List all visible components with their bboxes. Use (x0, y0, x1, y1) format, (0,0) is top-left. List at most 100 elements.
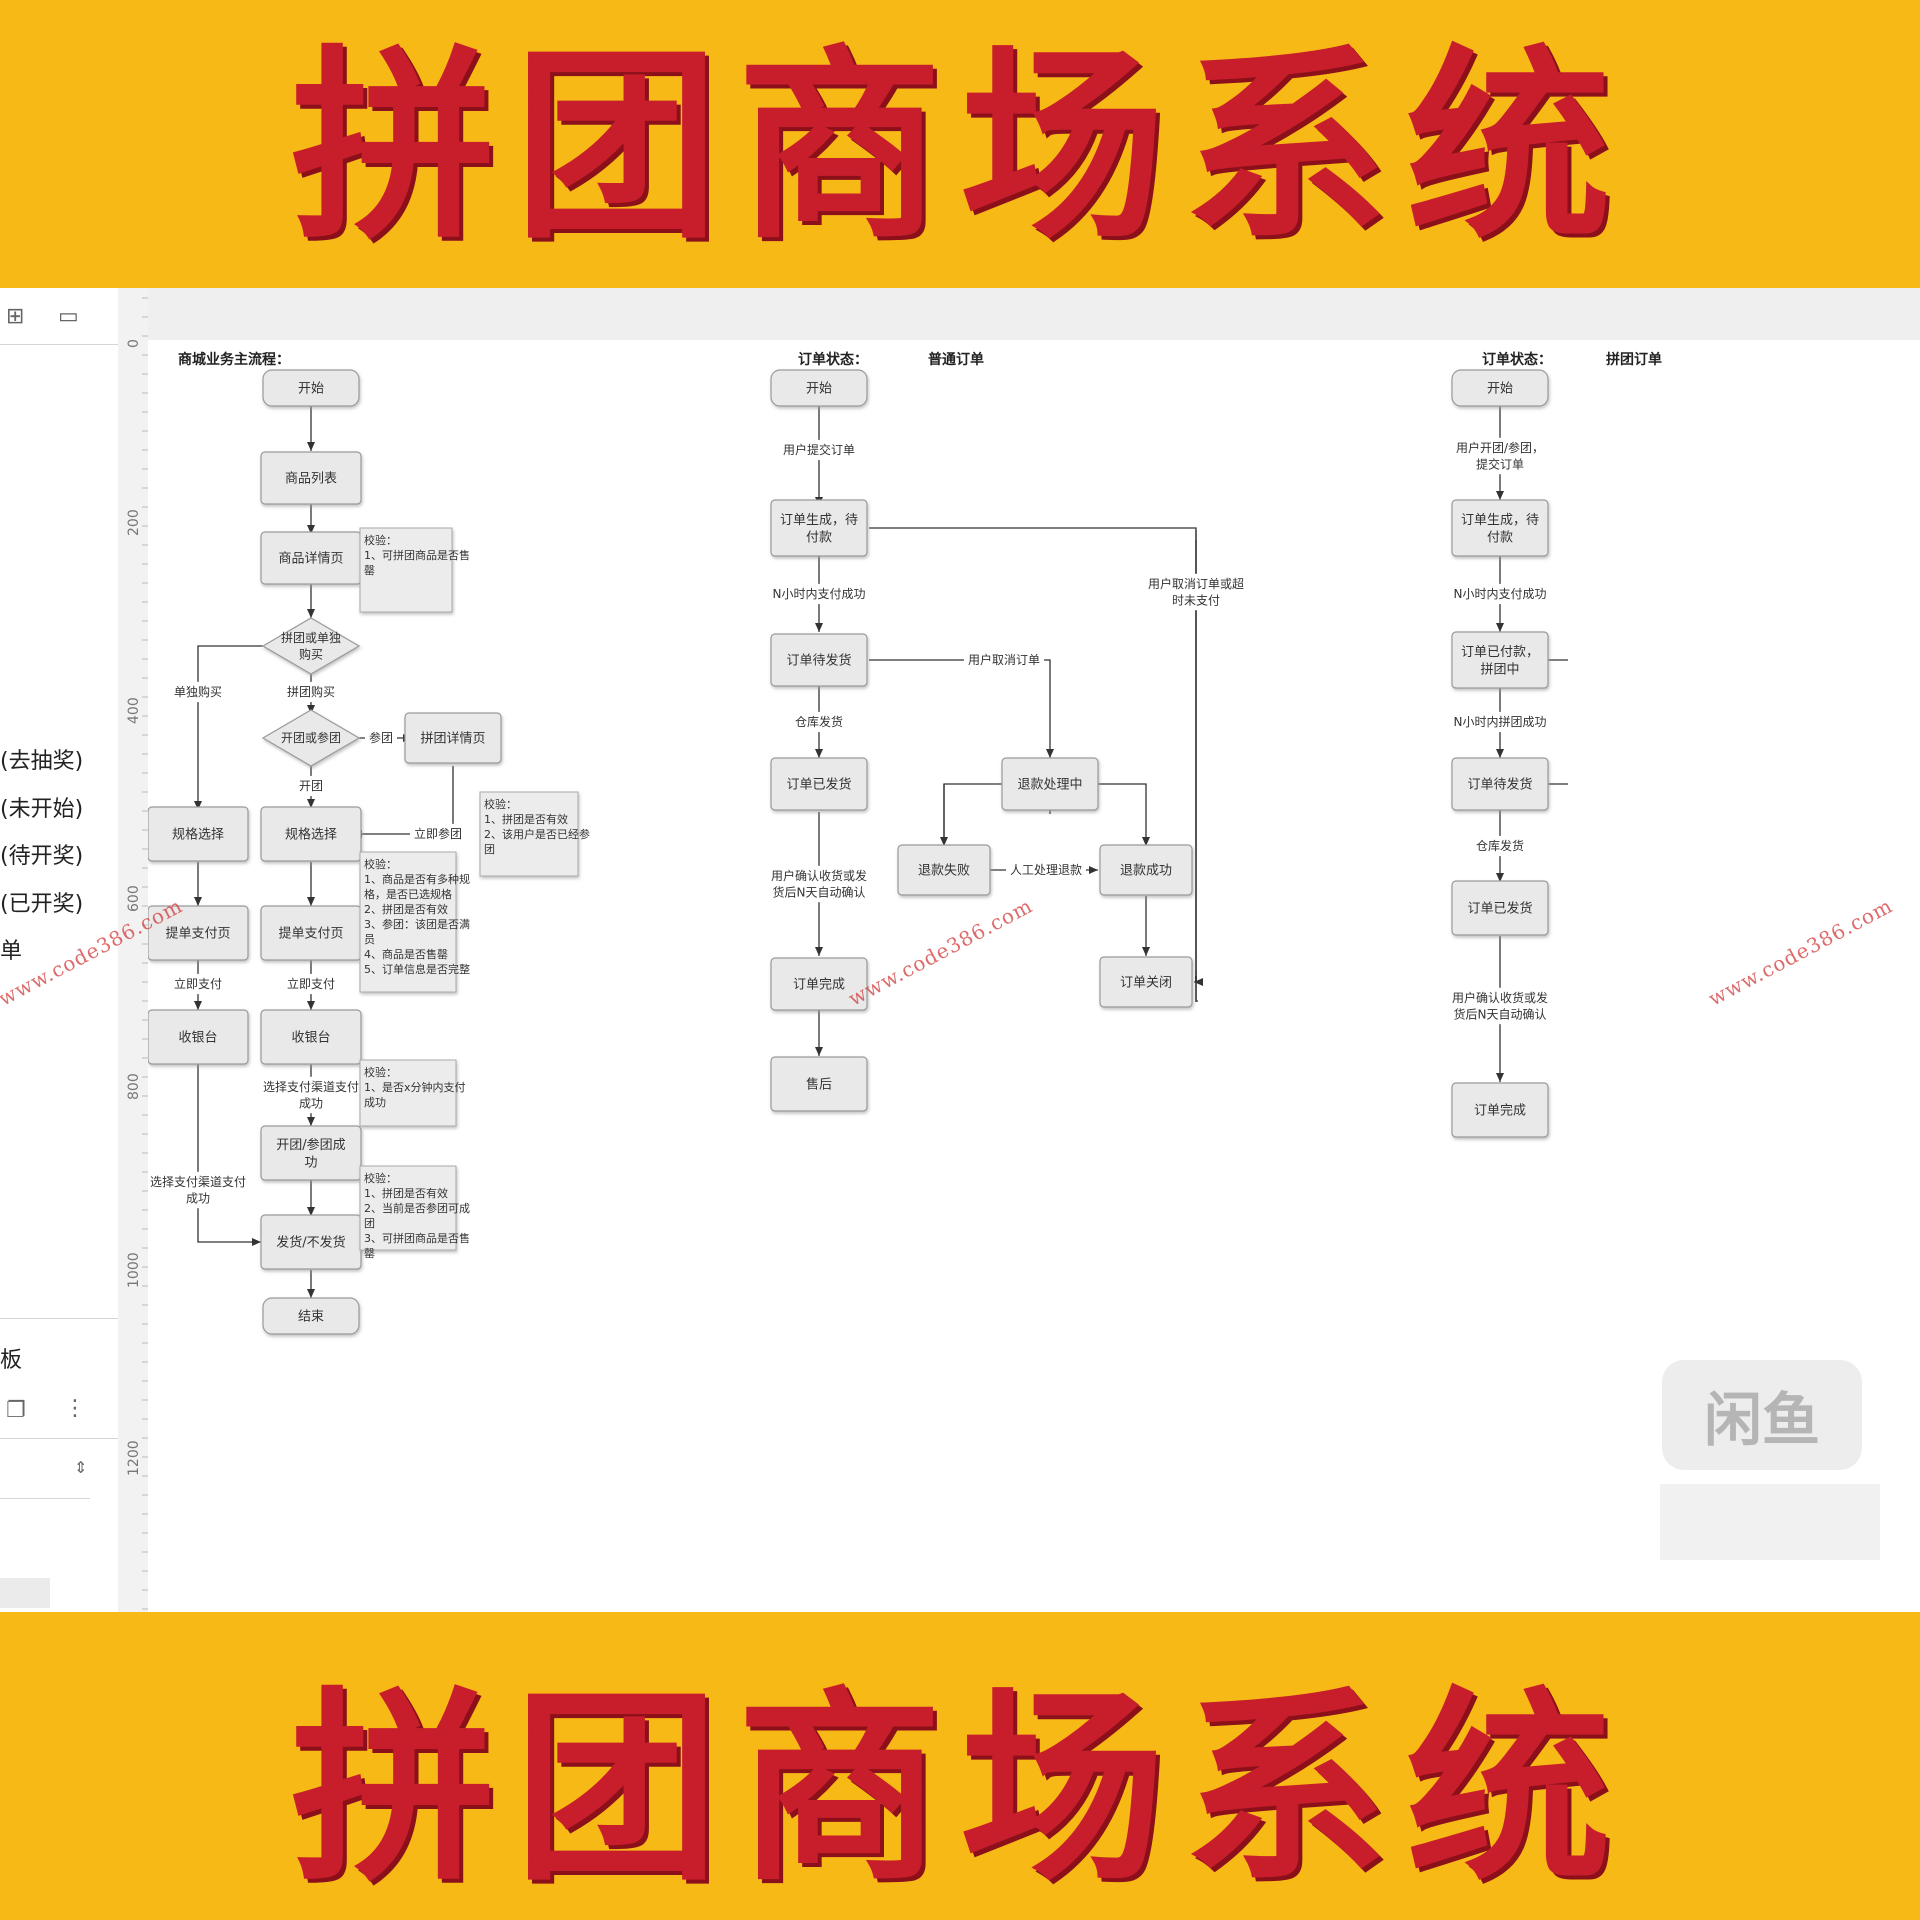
label-bg (1472, 835, 1528, 857)
label-group-warehouse: 仓库发货 (1476, 838, 1524, 853)
label-bg (283, 681, 339, 703)
connector (869, 659, 1054, 758)
main-group-detail[interactable] (404, 712, 502, 764)
blur-block (1660, 1484, 1880, 1560)
group-start[interactable] (1451, 369, 1549, 407)
label-bg (1006, 859, 1086, 881)
top-banner: 拼团商场系统 (0, 0, 1920, 288)
label-bg (964, 649, 1044, 671)
main-cashier-right[interactable] (260, 1009, 362, 1065)
normal-complete[interactable] (770, 957, 868, 1011)
xianyu-badge: 闲鱼 (1662, 1360, 1862, 1470)
label-bg (295, 775, 327, 797)
divider (0, 1498, 90, 1499)
label-bg (791, 711, 847, 733)
left-panel-item[interactable]: (待开奖) (0, 844, 84, 869)
normal-complete-label: 订单完成 (793, 978, 845, 993)
more-icon[interactable]: ⋮ (64, 1396, 86, 1421)
main-ship-label: 发货/不发货 (276, 1235, 345, 1251)
normal-pending-ship[interactable] (770, 633, 868, 687)
group-complete-label: 订单完成 (1474, 1104, 1526, 1119)
label-group-paid: N小时内支付成功 (1454, 587, 1547, 601)
label-join: 参团 (369, 730, 393, 745)
group-pending-payment[interactable] (1451, 499, 1549, 557)
normal-pending-ship-label: 订单待发货 (786, 653, 851, 669)
normal-refund-failed[interactable] (897, 844, 991, 896)
add-page-icon[interactable]: ⊞ (6, 304, 25, 329)
group-paid-grouping[interactable] (1451, 631, 1549, 689)
diagram-canvas[interactable]: 商城业务主流程：订单状态：普通订单订单状态：拼团订单开始商品列表商品详情页拼团或… (0, 340, 1920, 1612)
label-bg (410, 823, 466, 845)
label-bg (259, 1076, 363, 1114)
main-decision-open-or-join-label: 开团或参团 (281, 730, 341, 745)
ruler-tick-label: 800 (126, 1073, 142, 1100)
main-spec-left[interactable] (148, 806, 249, 862)
main-start-label: 开始 (298, 382, 324, 397)
left-panel-item[interactable]: 单 (0, 939, 23, 964)
normal-refund-success[interactable] (1099, 844, 1193, 896)
left-panel-item[interactable]: (去抽奖) (0, 749, 84, 774)
folder-icon[interactable]: ▭ (58, 304, 79, 329)
main-group-success-label: 开团/参团成功 (276, 1137, 345, 1171)
normal-shipped-label: 订单已发货 (786, 777, 851, 793)
heading-group-order: 拼团订单 (1606, 351, 1662, 368)
main-product-list-label: 商品列表 (285, 472, 337, 487)
label-pay-choose-right: 选择支付渠道支付成功 (263, 1080, 359, 1110)
label-bg (170, 681, 226, 703)
note-check-3 (359, 851, 457, 993)
ruler-tick-label: 400 (126, 697, 142, 724)
normal-shipped[interactable] (770, 757, 868, 811)
left-panel-item[interactable]: (已开奖) (0, 892, 84, 917)
normal-start[interactable] (770, 369, 868, 407)
group-shipped[interactable] (1451, 880, 1549, 936)
note-check-1-text: 校验：1、可拼团商品是否售罄 (364, 533, 470, 577)
canvas-toolbar (148, 288, 1920, 341)
main-spec-right[interactable] (260, 806, 362, 862)
normal-refunding-label: 退款处理中 (1017, 778, 1082, 793)
label-bg (1448, 583, 1552, 605)
banner-title-bottom: 拼团商场系统 (291, 1670, 1629, 1909)
normal-pending-payment-label: 订单生成，待付款 (780, 513, 858, 546)
main-start[interactable] (262, 369, 360, 407)
layers-icon[interactable]: ❐ (6, 1398, 26, 1423)
main-product-list[interactable] (260, 451, 362, 505)
label-single-buy: 单独购买 (174, 684, 222, 699)
main-decision-group-or-single[interactable] (261, 617, 361, 675)
normal-after-sale[interactable] (770, 1056, 868, 1112)
normal-refunding[interactable] (1001, 757, 1099, 811)
ruler-tick-label: 200 (126, 509, 142, 536)
connector (1194, 976, 1203, 986)
heading-order-status: 订单状态： (1482, 351, 1552, 368)
divider (0, 1438, 118, 1439)
main-decision-open-or-join[interactable] (261, 709, 361, 767)
group-pending-ship[interactable] (1451, 757, 1549, 811)
main-submit-left[interactable] (148, 905, 249, 961)
label-warehouse-ship: 仓库发货 (795, 714, 843, 729)
label-bg (1448, 437, 1552, 475)
main-group-success[interactable] (260, 1125, 362, 1181)
connector (353, 766, 454, 838)
normal-pending-payment[interactable] (770, 499, 868, 557)
label-bg (365, 727, 397, 749)
label-pay-right: 立即支付 (287, 976, 335, 991)
heading-order-status: 订单状态： (798, 351, 868, 368)
normal-order-closed[interactable] (1099, 956, 1193, 1008)
divider (0, 1318, 118, 1319)
group-complete[interactable] (1451, 1082, 1549, 1138)
left-panel-item[interactable]: (未开始) (0, 797, 84, 822)
label-group-submit: 用户开团/参团，提交订单 (1456, 440, 1544, 471)
main-cashier-left[interactable] (148, 1009, 249, 1065)
label-group-success: N小时内拼团成功 (1454, 715, 1547, 729)
stepper-icon[interactable]: ⇕ (74, 1458, 88, 1477)
main-group-detail-label: 拼团详情页 (420, 732, 485, 747)
main-cashier-left-label: 收银台 (178, 1031, 217, 1046)
main-end[interactable] (262, 1297, 360, 1335)
bottom-banner: 拼团商场系统 (0, 1612, 1920, 1920)
connector (197, 1064, 261, 1246)
main-product-detail-label: 商品详情页 (278, 552, 343, 567)
label-user-cancel: 用户取消订单 (968, 652, 1040, 667)
